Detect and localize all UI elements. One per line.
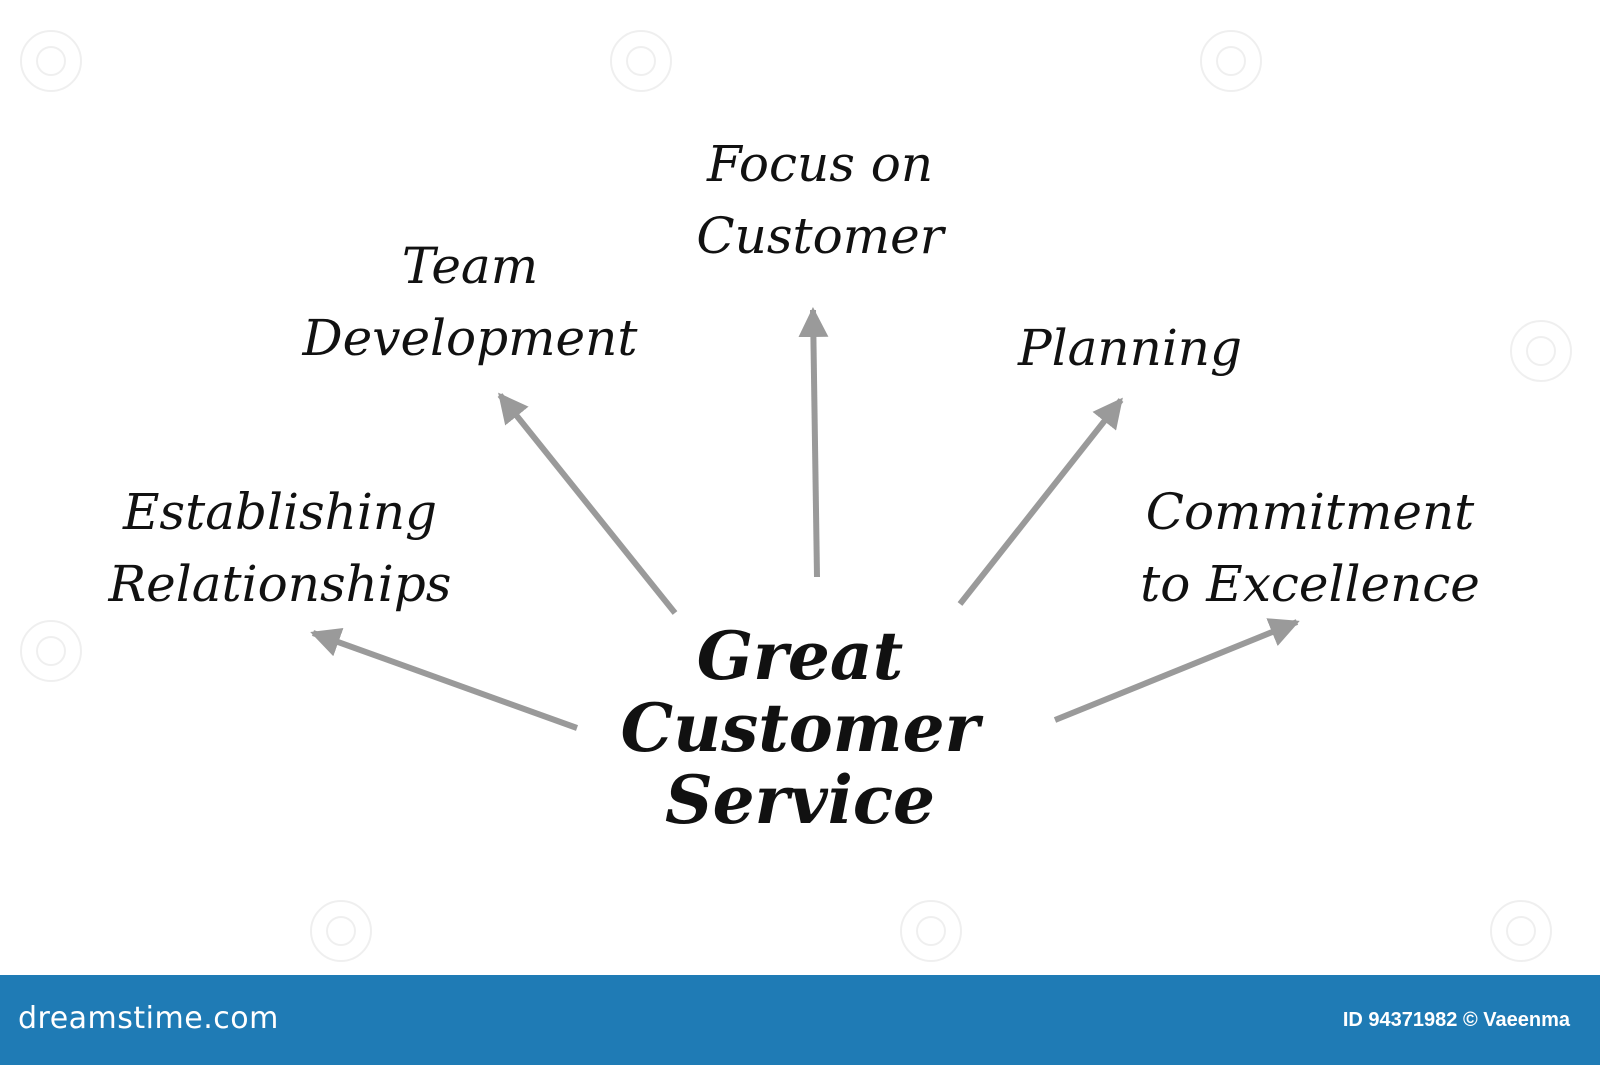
watermark-icon — [1490, 900, 1552, 962]
node-label-line-1: Commitment — [1145, 483, 1475, 541]
central-concept-label: Great Customer Service — [560, 620, 1040, 836]
watermark-footer-bar: dreamstime.com ID 94371982 © Vaeenma — [0, 975, 1600, 1065]
watermark-icon — [1510, 320, 1572, 382]
watermark-icon — [20, 620, 82, 682]
node-label-line-2: Relationships — [108, 555, 452, 613]
arrow-to-commitment-to-excellence — [1053, 618, 1300, 723]
node-label-line-1: Establishing — [122, 483, 438, 541]
brand-logo-text: dreamstime.com — [18, 1001, 279, 1036]
node-label-line-1: Team — [401, 237, 539, 295]
watermark-icon — [1200, 30, 1262, 92]
node-label-line-1: Planning — [1017, 319, 1243, 377]
node-label-line-2: Customer — [696, 207, 944, 265]
node-establishing-relationships: Establishing Relationships — [60, 476, 500, 620]
watermark-icon — [310, 900, 372, 962]
node-commitment-to-excellence: Commitment to Excellence — [1090, 476, 1530, 620]
arrows-layer — [310, 307, 1300, 731]
central-concept-line-1: Great — [696, 617, 904, 695]
arrow-to-establishing-relationships — [310, 628, 579, 731]
watermark-icon — [610, 30, 672, 92]
arrow-to-focus-on-customer — [798, 307, 829, 578]
node-planning: Planning — [935, 312, 1325, 384]
image-credit: ID 94371982 © Vaeenma — [1342, 1009, 1570, 1031]
node-team-development: Team Development — [250, 230, 690, 374]
watermark-icon — [900, 900, 962, 962]
arrow-to-team-development — [497, 392, 678, 615]
arrow-to-planning — [957, 397, 1124, 606]
node-focus-on-customer: Focus on Customer — [600, 128, 1040, 272]
node-label-line-2: Development — [302, 309, 638, 367]
diagram-canvas: Great Customer Service Establishing Rela… — [20, 30, 1572, 962]
node-label-line-2: to Excellence — [1140, 555, 1480, 613]
node-label-line-1: Focus on — [706, 135, 934, 193]
central-concept-line-2: Customer — [620, 689, 980, 767]
watermark-icon — [20, 30, 82, 92]
central-concept-line-3: Service — [664, 761, 936, 839]
